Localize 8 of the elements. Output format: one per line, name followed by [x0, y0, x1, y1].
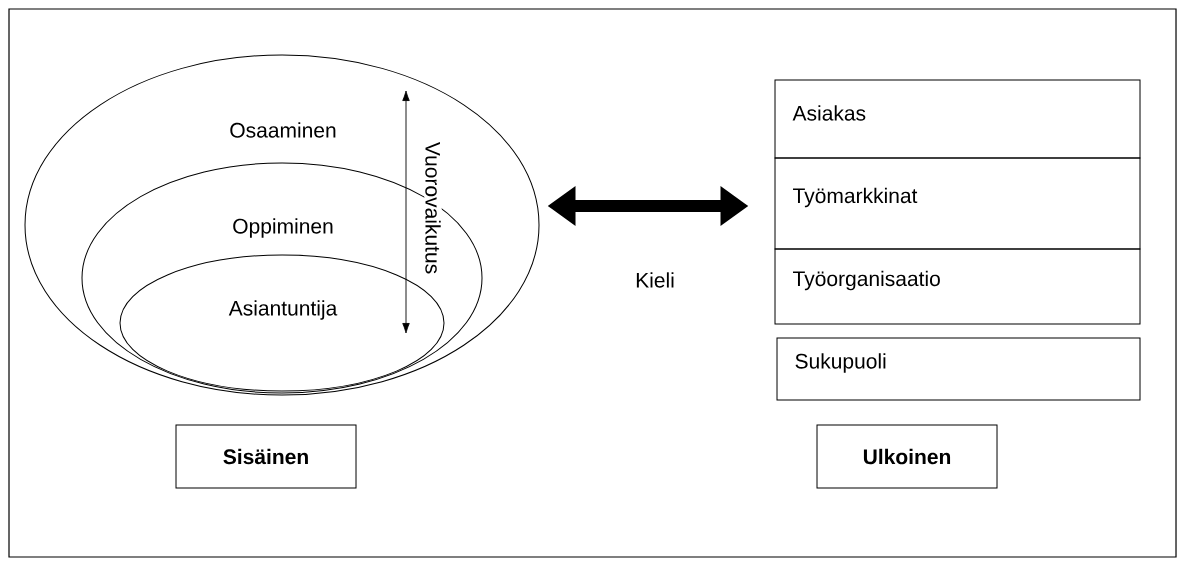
text-box: Työorganisaatio — [774, 248, 1141, 325]
edge-label: Kieli — [636, 272, 674, 288]
text-box: Sukupuoli — [776, 337, 1141, 401]
text-box: Asiakas — [774, 79, 1141, 159]
text-box: Työmarkkinat — [774, 157, 1141, 250]
text-box: Ulkoinen — [816, 424, 998, 489]
text-box: Sisäinen — [175, 424, 357, 489]
axis-label: Vuorovaikutus — [424, 140, 442, 276]
